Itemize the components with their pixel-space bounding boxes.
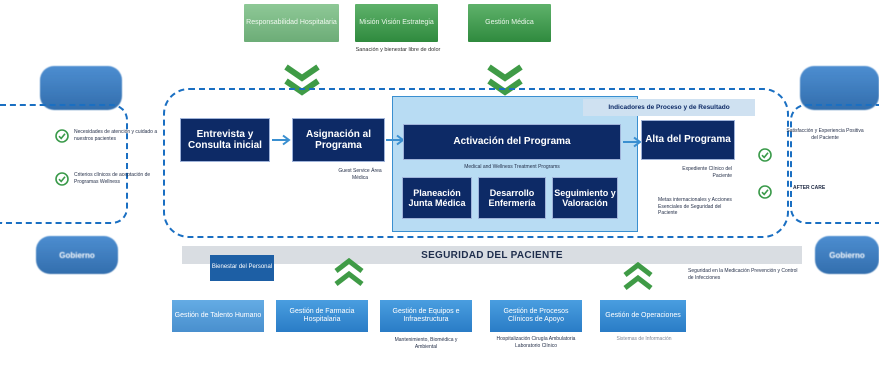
activation-subtitle: Medical and Wellness Treatment Programs [464, 164, 560, 170]
top-box-label: Gestión Médica [485, 18, 534, 26]
check-circle-icon [55, 172, 69, 186]
left-dashed-frame [0, 104, 128, 224]
left-item-acceptance-criteria: Criterios clínicos de aceptación de Prog… [74, 172, 151, 185]
left-government-blob: Gobierno [36, 236, 118, 274]
mgmt-box-operations: Gestión de Operaciones [600, 300, 686, 332]
main-process-frame [163, 88, 789, 238]
substep-planning: Planeación Junta Médica [402, 177, 472, 219]
mgmt-note-operations: Sistemas de Información [616, 336, 672, 342]
top-box-medical-management: Gestión Médica [468, 4, 551, 42]
assignment-note: Guest Service Área Médica [338, 168, 382, 181]
chevron-up-double-icon [622, 262, 654, 292]
top-box-mission-vision: Misión Visión Estrategia [355, 4, 438, 42]
right-top-blob [800, 66, 879, 110]
step-interview: Entrevista y Consulta inicial [180, 118, 270, 162]
right-item-after-care: AFTER CARE [793, 185, 826, 191]
right-dashed-frame [790, 104, 879, 224]
top-caption: Sanación y bienestar libre de dolor [355, 47, 441, 53]
top-box-label: Responsabilidad Hospitalaria [246, 18, 337, 26]
indicators-label: Indicadores de Proceso y de Resultado [608, 104, 730, 111]
substep-followup: Seguimiento y Valoración [552, 177, 618, 219]
top-box-label: Misión Visión Estrategia [359, 18, 434, 26]
government-label: Gobierno [829, 250, 865, 260]
chevron-down-double-icon [485, 64, 525, 98]
arrow-right-icon [272, 133, 292, 151]
safety-bar: SEGURIDAD DEL PACIENTE [182, 246, 802, 264]
goals-note: Metas internacionales y Acciones Esencia… [658, 197, 732, 216]
mgmt-box-clinical-processes: Gestión de Procesos Clínicos de Apoyo [490, 300, 582, 332]
arrow-right-icon [623, 135, 643, 153]
mgmt-note-equipment: Mantenimiento, Biomédica y Ambiental [394, 337, 458, 350]
check-circle-icon [758, 185, 772, 199]
check-circle-icon [758, 148, 772, 162]
staff-wellbeing-box: Bienestar del Personal [210, 255, 274, 281]
mgmt-box-equipment: Gestión de Equipos e Infraestructura [380, 300, 472, 332]
mgmt-box-talent: Gestión de Talento Humano [172, 300, 264, 332]
safety-note: Seguridad en la Medicación Prevención y … [688, 268, 798, 281]
safety-label: SEGURIDAD DEL PACIENTE [421, 249, 563, 261]
chevron-down-double-icon [282, 64, 322, 98]
check-circle-icon [55, 129, 69, 143]
left-top-blob [40, 66, 122, 110]
substep-nursing: Desarrollo Enfermería [478, 177, 546, 219]
top-box-hospital-responsibility: Responsabilidad Hospitalaria [244, 4, 339, 42]
indicators-bar: Indicadores de Proceso y de Resultado [583, 99, 755, 116]
left-item-patient-needs: Necesidades de atención y cuidado a nues… [74, 129, 158, 142]
right-item-satisfaction: Satisfacción y Experiencia Positiva del … [786, 128, 864, 141]
mgmt-box-pharmacy: Gestión de Farmacia Hospitalaria [276, 300, 368, 332]
government-label: Gobierno [59, 250, 95, 260]
discharge-note: Expediente Clínico del Paciente [682, 166, 732, 179]
step-discharge: Alta del Programa [641, 120, 735, 160]
chevron-up-double-icon [333, 258, 365, 288]
mgmt-note-clinical: Hospitalización Cirugía Ambulatoria Labo… [496, 336, 576, 349]
step-assignment: Asignación al Programa [292, 118, 385, 162]
step-activation: Activación del Programa [403, 124, 621, 160]
right-government-blob: Gobierno [815, 236, 879, 274]
